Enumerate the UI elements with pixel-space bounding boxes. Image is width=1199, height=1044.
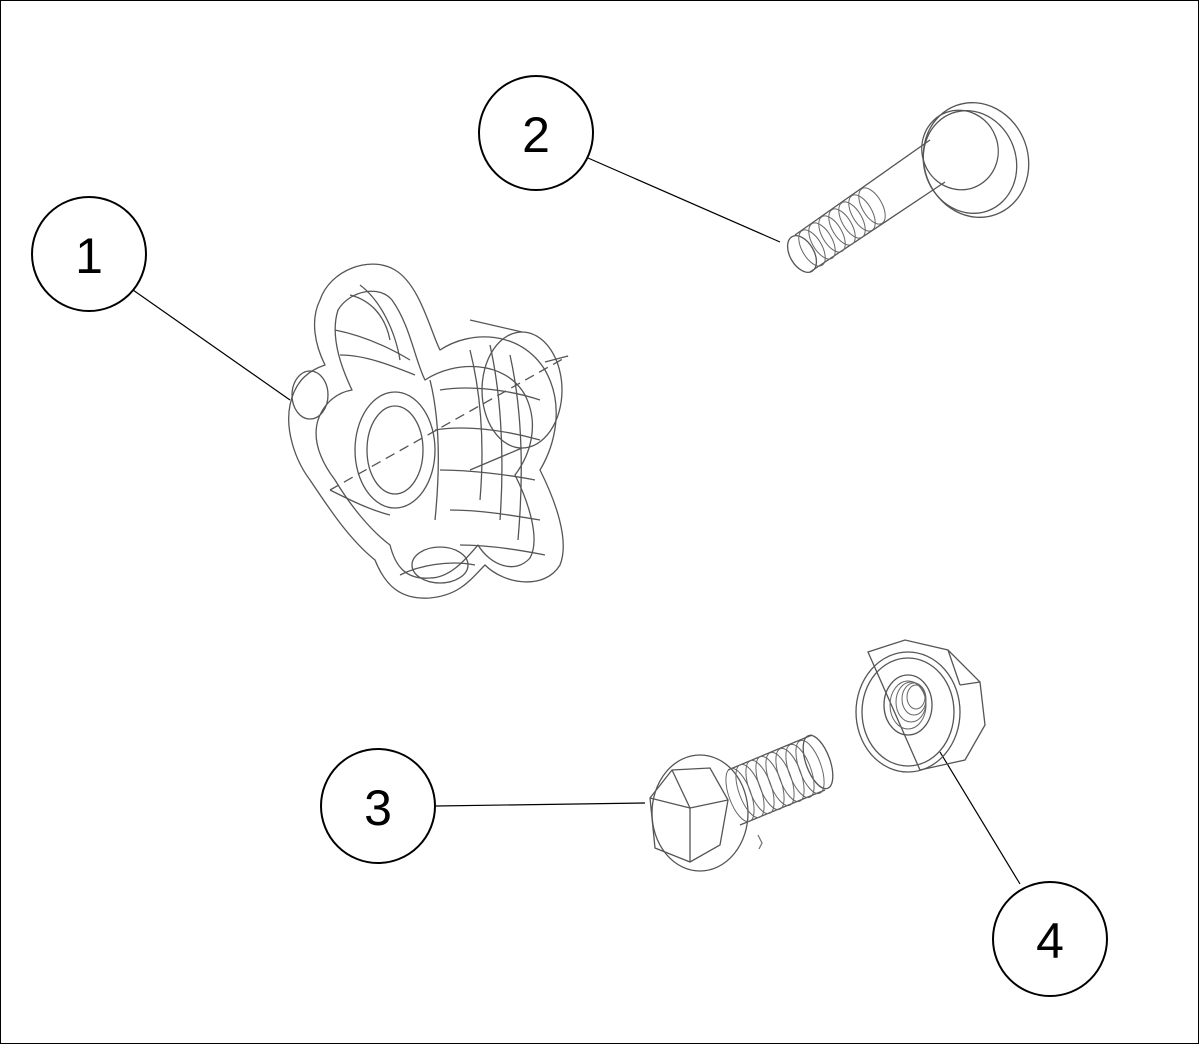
callout-circle-2 bbox=[478, 75, 594, 191]
callout-circle-3 bbox=[320, 748, 436, 864]
carriage-bolt-part bbox=[786, 102, 1030, 273]
leader-line-4 bbox=[939, 751, 1021, 885]
callout-number-2: 2 bbox=[522, 107, 550, 163]
callout-1: 1 bbox=[31, 196, 291, 401]
callout-circle-1 bbox=[31, 196, 147, 312]
flange-nut-part bbox=[855, 639, 986, 773]
callout-4: 4 bbox=[939, 751, 1108, 997]
leader-line-2 bbox=[587, 157, 781, 243]
callout-number-1: 1 bbox=[75, 228, 103, 284]
hex-flange-bolt-part bbox=[649, 734, 834, 872]
callout-3: 3 bbox=[320, 748, 646, 864]
callout-number-3: 3 bbox=[364, 780, 392, 836]
leader-line-3 bbox=[435, 802, 646, 807]
star-knob-part bbox=[288, 263, 569, 599]
callout-number-4: 4 bbox=[1036, 913, 1064, 969]
callout-2: 2 bbox=[478, 75, 781, 243]
leader-line-1 bbox=[132, 289, 291, 401]
callout-circle-4 bbox=[992, 881, 1108, 997]
